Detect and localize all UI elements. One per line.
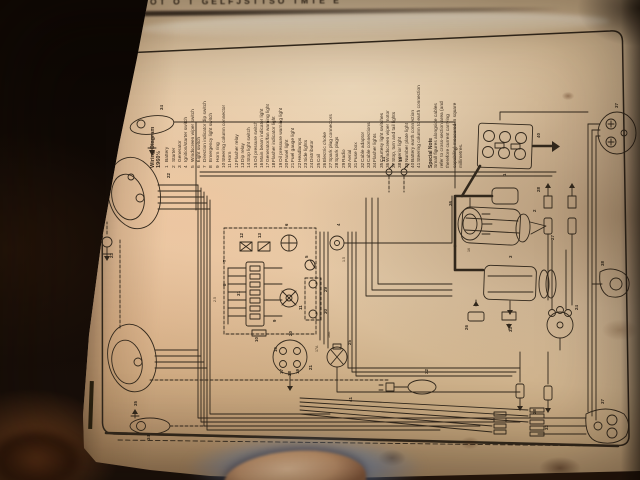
diagram-title: Wiring Diagram 1960½ — [150, 126, 163, 168]
callout-22: 22 — [166, 173, 171, 178]
number-plate-light-symbol — [591, 268, 630, 298]
choke-and-connector — [467, 299, 517, 331]
callout-19: 19 — [295, 369, 300, 374]
light-switch-symbol — [280, 234, 298, 252]
callout-6: 6 — [284, 223, 289, 226]
callout-28: 28 — [532, 409, 537, 414]
callout-31: 31 — [236, 291, 241, 296]
callout-30: 30 — [323, 309, 328, 314]
callout-37: 37 — [600, 399, 605, 404]
callout-21: 21 — [308, 365, 313, 370]
flasher-and-dip-relays — [239, 241, 271, 252]
callout-25: 25 — [347, 340, 352, 345]
callout-13: 13 — [257, 233, 262, 238]
wire-bundle-left — [117, 184, 601, 447]
wire-gauge-figure: 2.5 — [213, 297, 217, 302]
battery-symbol — [460, 122, 560, 198]
distributor-symbol — [546, 239, 574, 351]
callout-27: 27 — [550, 235, 555, 240]
callout-40: 40 — [536, 133, 541, 138]
wire-bundle-right — [587, 123, 601, 421]
instrument-cluster-symbol — [272, 339, 308, 391]
callout-1: 1 — [502, 173, 507, 176]
steering-column-connector-symbol — [251, 329, 267, 337]
tail-light-right-symbol — [597, 111, 637, 155]
callout-3: 3 — [508, 255, 513, 258]
callout-41: 41 — [348, 397, 353, 402]
horn-symbol — [279, 288, 299, 308]
callout-23: 23 — [109, 253, 114, 258]
callout-36: 36 — [448, 201, 453, 206]
callout-7: 7 — [222, 259, 227, 262]
callout-33: 33 — [508, 327, 513, 332]
callout-24: 24 — [574, 305, 579, 310]
legend-item: 41Steering column to earth connection — [417, 85, 423, 168]
callout-32: 32 — [424, 369, 429, 374]
wire-gauge-figure: 18A — [327, 331, 331, 338]
callout-26: 26 — [464, 325, 469, 330]
callout-37: 37 — [614, 103, 619, 108]
callout-20: 20 — [288, 331, 293, 336]
callout-2: 2 — [532, 209, 537, 212]
wire-gauge-figure: 16 — [467, 248, 471, 252]
callout-18: 18 — [287, 371, 292, 376]
callout-10: 10 — [254, 337, 259, 342]
callout-5: 5 — [304, 255, 309, 258]
wire-gauge-figure: 1.5 — [342, 257, 346, 262]
callout-16: 16 — [273, 347, 278, 352]
callout-8: 8 — [222, 283, 227, 286]
callout-33: 33 — [544, 425, 549, 430]
callout-11: 11 — [298, 305, 303, 310]
special-note-body: Small figures alongside cables refer to … — [433, 101, 464, 168]
callout-9: 9 — [272, 319, 277, 322]
callout-35: 35 — [133, 401, 138, 406]
callout-38: 38 — [600, 261, 605, 266]
special-note: Special Note Small figures alongside cab… — [428, 100, 465, 168]
generator-symbol — [483, 264, 557, 315]
stop-and-oil-switches — [385, 163, 410, 193]
callout-12: 12 — [239, 233, 244, 238]
wire-gauge-figure: 17A — [315, 345, 319, 352]
radio-aerial-symbol — [304, 277, 322, 321]
callout-34: 34 — [146, 435, 151, 440]
callout-4: 4 — [336, 223, 341, 226]
spark-plugs-lower — [515, 351, 553, 413]
headlamp-left-lower-symbol — [107, 323, 208, 393]
callout-28: 28 — [536, 187, 541, 192]
wire-bundle-center — [319, 197, 521, 377]
callout-29: 29 — [323, 287, 328, 292]
starter-symbol — [453, 187, 547, 272]
wiper-switch-symbol — [304, 259, 316, 271]
callout-17: 17 — [279, 369, 284, 374]
